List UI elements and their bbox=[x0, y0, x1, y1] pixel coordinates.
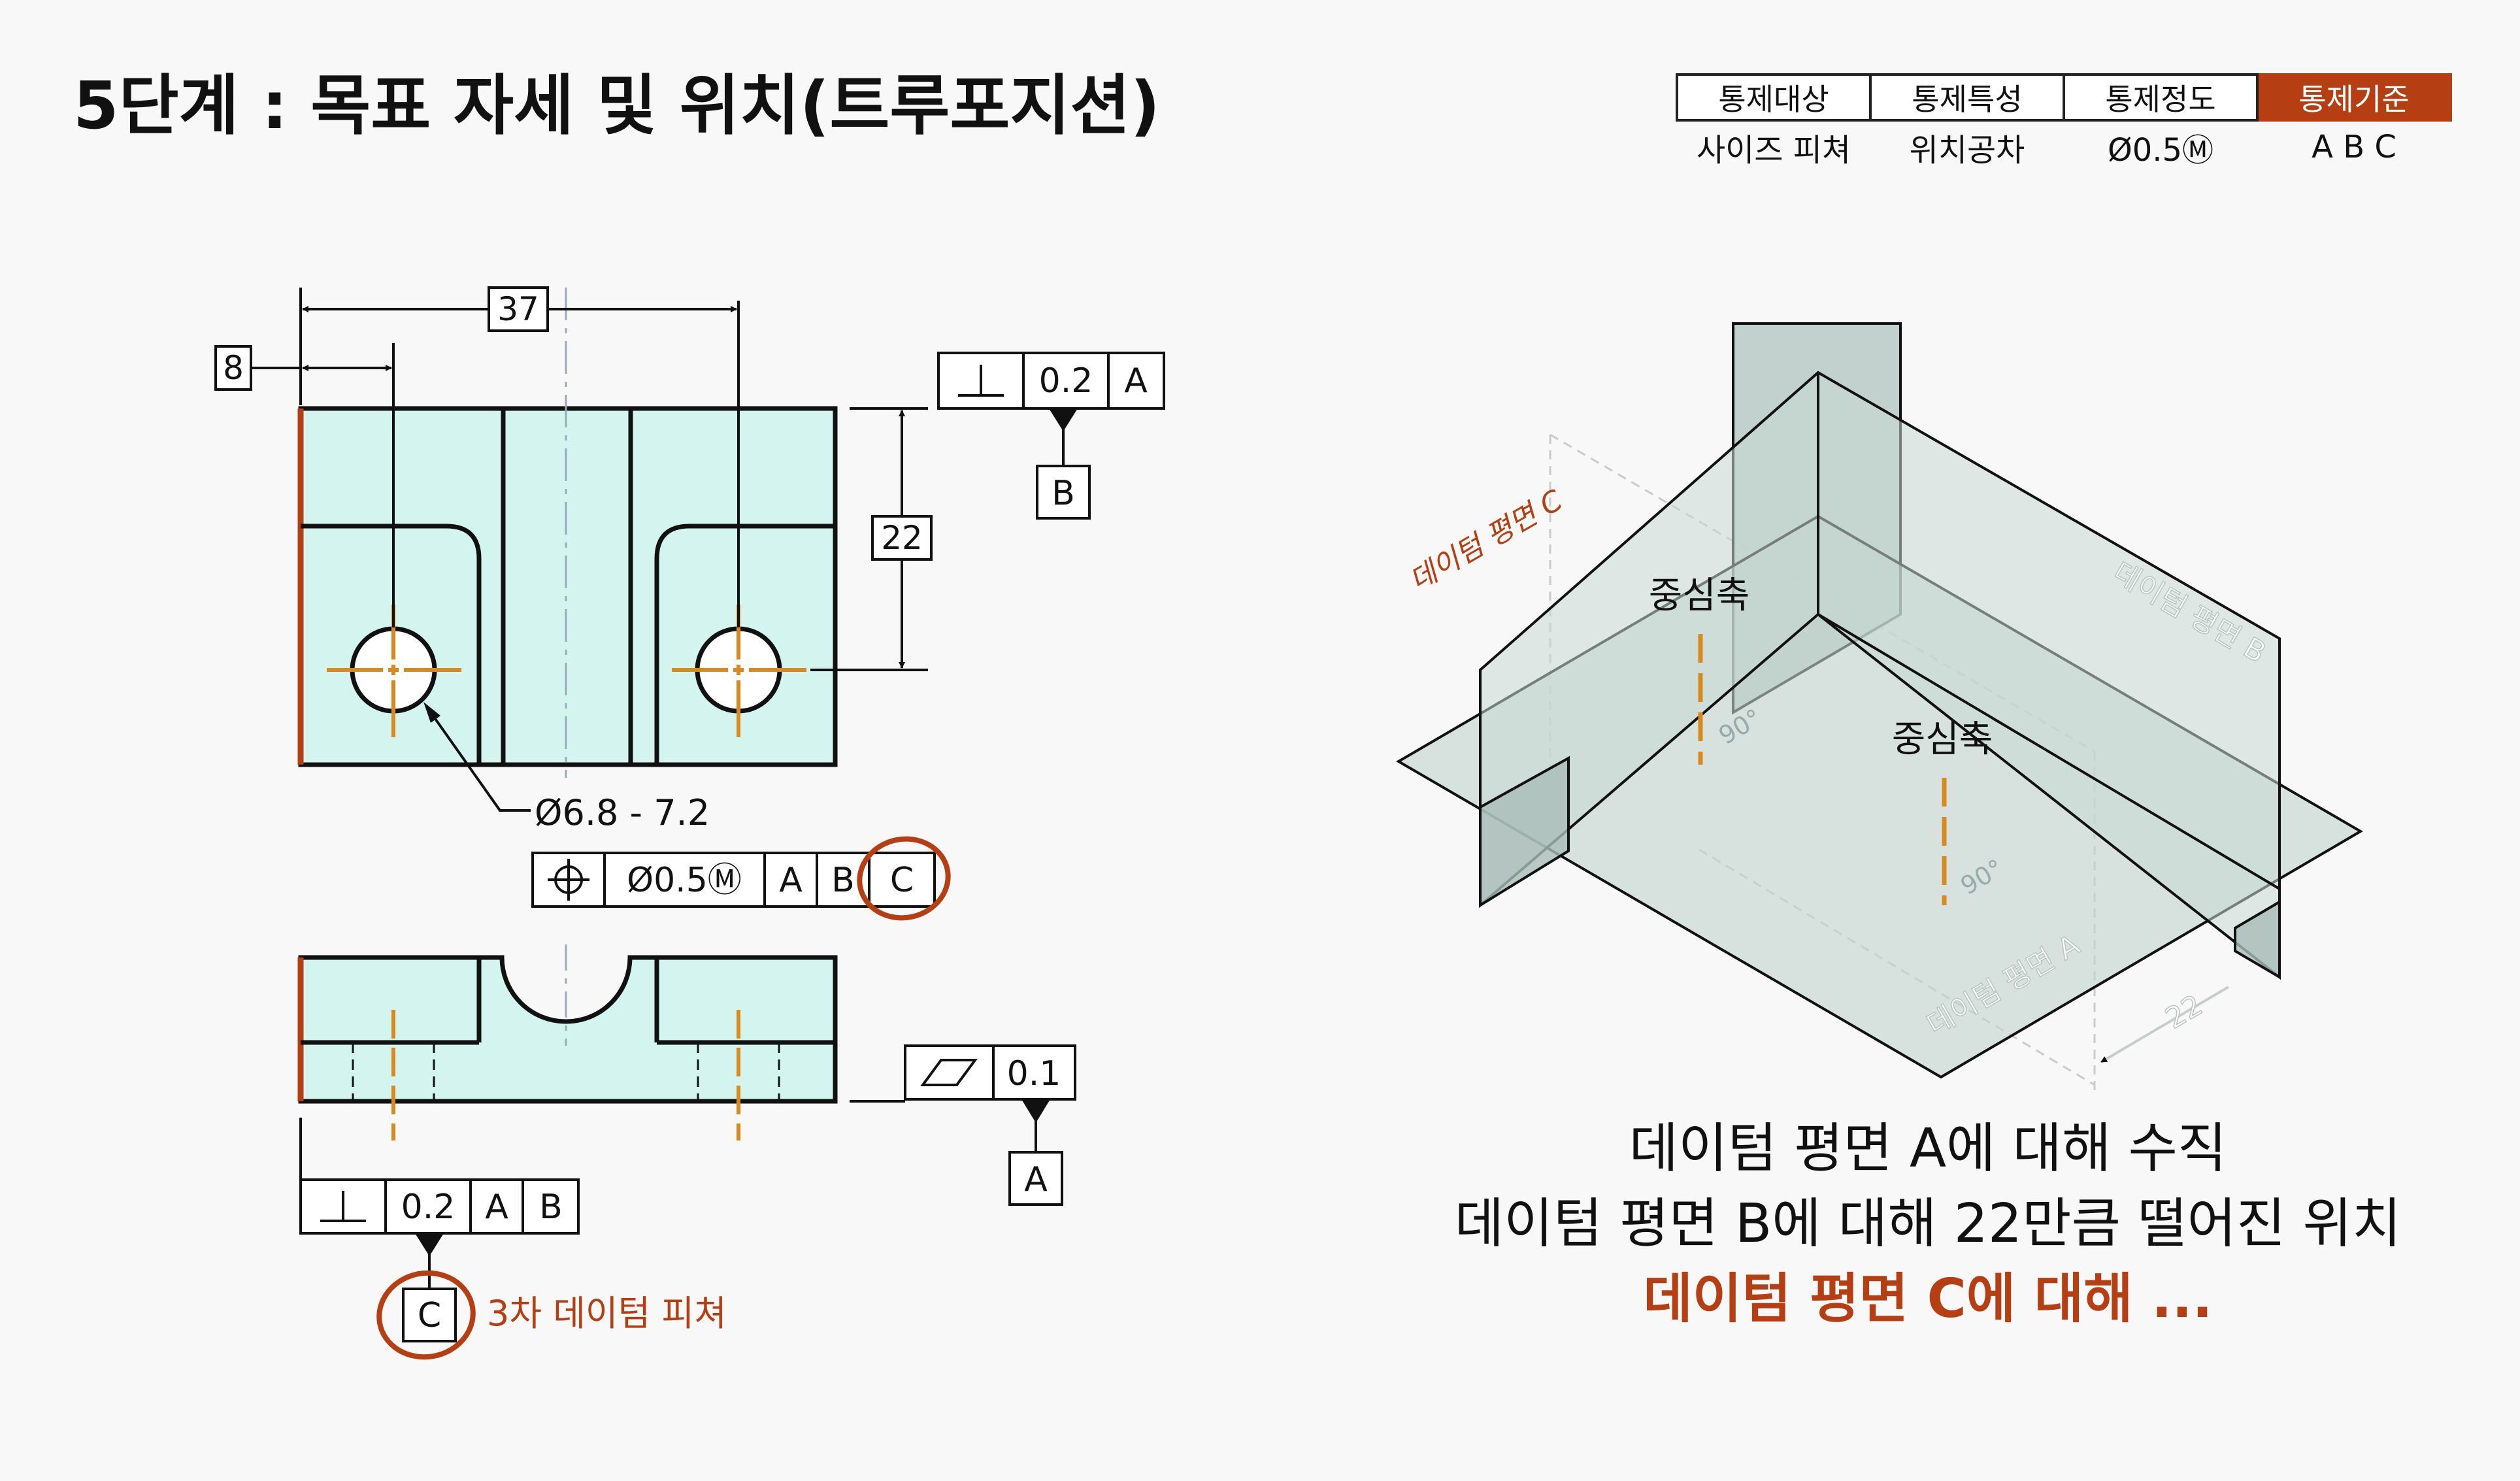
datum-c-note: 3차 데이텀 피쳐 bbox=[487, 1293, 727, 1334]
hole-size-leader bbox=[425, 705, 531, 812]
iso-dim-22-text: 22 bbox=[2160, 988, 2208, 1035]
datum-a-triangle bbox=[1021, 1099, 1050, 1123]
dim-37-box bbox=[488, 286, 549, 332]
dim-22-text: 22 bbox=[881, 519, 923, 557]
front-hidden-lines bbox=[352, 1042, 780, 1101]
hole-size-text: Ø6.8 - 7.2 bbox=[535, 792, 710, 833]
value-control-degree: Ø0.5Ⓜ bbox=[2107, 132, 2214, 169]
plane-c-label: 데이텀 평면 C bbox=[1404, 484, 1568, 598]
isometric-datum-frame: 중심축 중심축 90° 90° 데이텀 평면 C 데이텀 평면 B 데이텀 평면… bbox=[1396, 322, 2363, 1091]
hole-left-centermark bbox=[327, 605, 461, 737]
value-control-characteristic: 위치공차 bbox=[1909, 132, 2025, 169]
fcf-top: 0.2 A bbox=[937, 352, 1165, 410]
caption-line-3: 데이텀 평면 C에 대해 ... bbox=[1643, 1268, 2213, 1330]
front-hole-axes bbox=[391, 1010, 740, 1140]
plane-c-lower bbox=[1479, 756, 1570, 908]
plane-b-lower-right bbox=[2234, 899, 2281, 980]
fcf-bottom-datum-b: B bbox=[539, 1188, 563, 1227]
highlight-circle-datum-c bbox=[857, 836, 951, 921]
datum-b-text: B bbox=[1052, 474, 1075, 513]
dim-8-text: 8 bbox=[223, 349, 244, 387]
flatness-icon bbox=[920, 1059, 978, 1086]
value-control-datum: A B C bbox=[2312, 129, 2396, 165]
datum-c-text: C bbox=[418, 1296, 441, 1335]
dim-22-box bbox=[871, 515, 933, 561]
iso-axis-label-2: 중심축 bbox=[1892, 718, 1993, 761]
page-title: 5단계 : 목표 자세 및 위치(트루포지션) bbox=[73, 67, 1161, 144]
header-control-degree: 통제정도 bbox=[2063, 73, 2259, 122]
fcf-bottom-datum-a: A bbox=[485, 1188, 508, 1227]
fcf-flatness-tolerance: 0.1 bbox=[1007, 1054, 1061, 1093]
control-table-header-row: 통제대상 통제특성 통제정도 통제기준 bbox=[1676, 73, 2452, 122]
fcf-position-datum-c: C bbox=[890, 861, 914, 900]
header-control-characteristic: 통제특성 bbox=[1869, 73, 2065, 122]
fcf-position-datum-b: B bbox=[831, 861, 855, 900]
fcf-position-tolerance: Ø0.5Ⓜ bbox=[627, 861, 742, 900]
plane-a-b-edge bbox=[1817, 613, 2281, 890]
front-view-body bbox=[298, 955, 838, 1104]
highlight-circle-datum-c-box bbox=[376, 1270, 476, 1360]
position-icon bbox=[548, 859, 589, 901]
iso-dim-22-line bbox=[2100, 986, 2230, 1063]
fcf-position: Ø0.5Ⓜ A B C bbox=[531, 852, 936, 908]
caption-line-1: 데이텀 평면 A에 대해 수직 bbox=[1629, 1118, 2227, 1180]
iso-axis-label-1: 중심축 bbox=[1649, 574, 1750, 617]
hole-right-centermark bbox=[672, 605, 806, 737]
control-table: 통제대상 통제특성 통제정도 통제기준 사이즈 피쳐 위치공차 Ø0.5Ⓜ A … bbox=[1676, 73, 2452, 173]
datum-a-text: A bbox=[1024, 1160, 1048, 1199]
datum-c-triangle bbox=[415, 1233, 444, 1256]
fcf-flatness: 0.1 bbox=[904, 1044, 1076, 1101]
dim-37-text: 37 bbox=[497, 290, 539, 328]
datum-b-box bbox=[1036, 465, 1091, 520]
header-control-datum: 통제기준 bbox=[2256, 73, 2452, 122]
hole-size-arrow bbox=[423, 702, 440, 723]
perpendicularity-icon-bottom bbox=[320, 1191, 366, 1222]
caption-line-2: 데이텀 평면 B에 대해 22만큼 떨어진 위치 bbox=[1454, 1193, 2402, 1255]
caption: 데이텀 평면 A에 대해 수직 데이텀 평면 B에 대해 22만큼 떨어진 위치… bbox=[1307, 1111, 2520, 1337]
front-view: 0.1 A 0.2 A B C 3차 데이텀 피쳐 bbox=[297, 944, 1076, 1360]
fcf-top-tolerance: 0.2 bbox=[1039, 361, 1093, 401]
top-view: 37 8 22 0.2 A B Ø6.8 - 7.2 bbox=[214, 286, 1165, 921]
fcf-bottom: 0.2 A B bbox=[299, 1178, 580, 1235]
perpendicularity-icon bbox=[958, 365, 1004, 397]
datum-b-triangle bbox=[1049, 408, 1078, 431]
datum-c-box bbox=[402, 1288, 457, 1342]
pocket-right bbox=[654, 524, 835, 765]
fcf-position-datum-a: A bbox=[779, 861, 803, 900]
fcf-top-datum: A bbox=[1124, 361, 1148, 401]
control-table-value-row: 사이즈 피쳐 위치공차 Ø0.5Ⓜ A B C bbox=[1677, 120, 2451, 173]
header-control-target: 통제대상 bbox=[1676, 73, 1872, 122]
pocket-left bbox=[301, 524, 482, 765]
value-control-target: 사이즈 피쳐 bbox=[1696, 132, 1851, 169]
fcf-bottom-tolerance: 0.2 bbox=[401, 1188, 456, 1227]
datum-a-box bbox=[1008, 1151, 1063, 1206]
